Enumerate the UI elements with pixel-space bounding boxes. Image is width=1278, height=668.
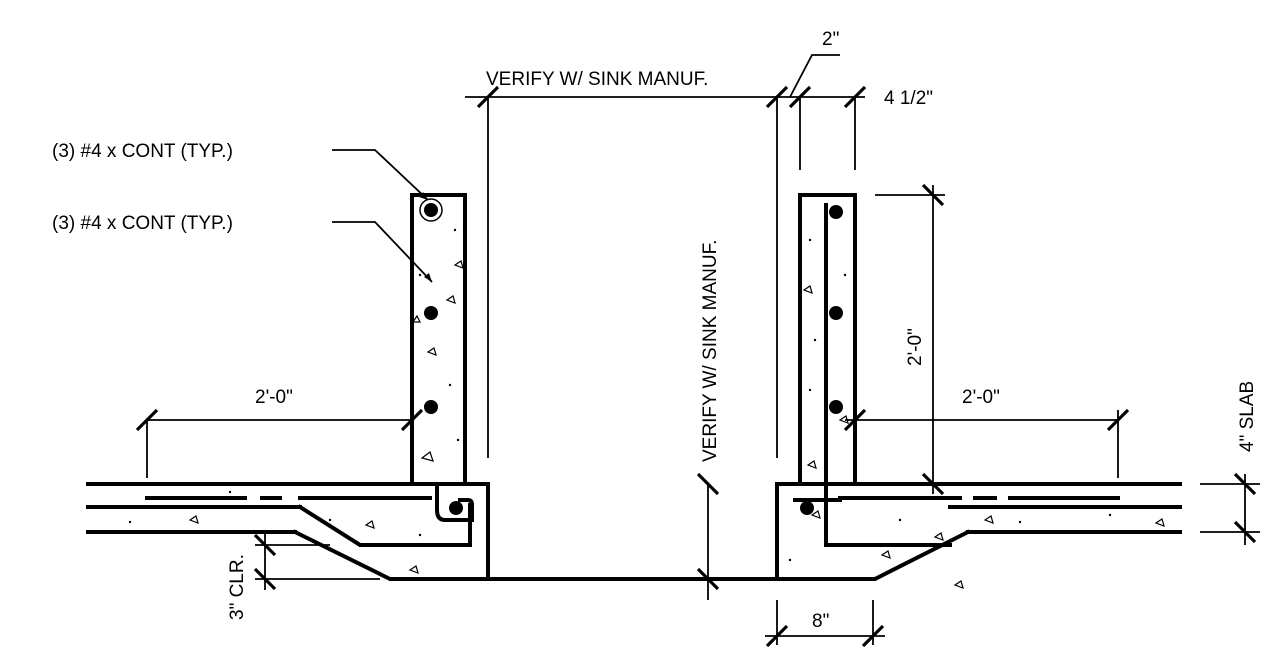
dim-4-5in-label: 4 1/2" xyxy=(884,88,933,109)
rebar-dots xyxy=(419,198,843,515)
slab xyxy=(86,482,1182,534)
rebar-left-top xyxy=(424,203,438,217)
rebar-callout-mid: (3) #4 x CONT (TYP.) xyxy=(52,213,233,234)
rebar-left-slab xyxy=(449,501,463,515)
left-wall xyxy=(410,193,467,486)
rebar-right-slab xyxy=(800,501,814,515)
verify-horizontal-label: VERIFY W/ SINK MANUF. xyxy=(486,69,708,90)
dim-slab-label: 4" SLAB xyxy=(1237,381,1258,452)
dimension-right-2ft xyxy=(843,408,1130,478)
rebar-callout-top: (3) #4 x CONT (TYP.) xyxy=(52,141,233,162)
rebar-left-mid xyxy=(424,306,438,320)
callout-leaders xyxy=(332,149,433,283)
dim-left-2ft-label: 2'-0" xyxy=(255,387,293,408)
dim-clear-label: 3" CLR. xyxy=(227,554,248,620)
dimension-left-2ft xyxy=(135,408,424,478)
verify-vertical-label: VERIFY W/ SINK MANUF. xyxy=(700,240,721,462)
rebar-left-low xyxy=(424,400,438,414)
dimension-slab xyxy=(1200,472,1260,545)
concrete-aggregate xyxy=(128,228,1165,589)
dimension-verify-horizontal xyxy=(465,54,867,458)
rebar-right-mid xyxy=(829,306,843,320)
dim-right-2ft-label: 2'-0" xyxy=(962,387,1000,408)
pit xyxy=(292,482,971,581)
rebar-right-top xyxy=(829,205,843,219)
dim-vertical-2ft-label: 2'-0" xyxy=(905,328,926,366)
dimension-8in xyxy=(765,600,885,648)
hook-bars xyxy=(297,203,952,547)
dimension-clear xyxy=(253,532,380,591)
right-wall xyxy=(798,193,857,486)
dimension-verify-vertical xyxy=(696,472,720,600)
dimension-vertical-2ft xyxy=(875,183,945,496)
dim-2in-label: 2" xyxy=(822,29,839,50)
rebar-right-low xyxy=(829,400,843,414)
dim-8in-label: 8" xyxy=(812,611,829,632)
